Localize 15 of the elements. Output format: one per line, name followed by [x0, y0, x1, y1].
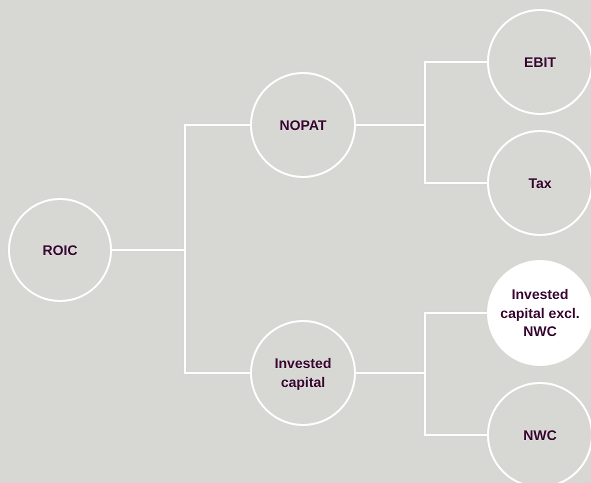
- metric-label: NWC: [523, 426, 557, 444]
- connector-line: [112, 249, 250, 374]
- metric-circle: [250, 72, 356, 178]
- metric-label: Invested capital: [274, 354, 332, 392]
- metric-label: ROIC: [42, 240, 78, 260]
- connector-line: [356, 372, 487, 436]
- metric-circle: [250, 320, 356, 426]
- metric-circle: [487, 130, 591, 236]
- metric-circle: [8, 198, 112, 302]
- metric-circle: [487, 9, 591, 115]
- metric-label: Tax: [528, 174, 552, 192]
- metric-circle: [487, 382, 591, 483]
- metric-label: NOPAT: [280, 116, 326, 134]
- metric-label: Invested capital excl. NWC: [499, 284, 581, 342]
- metric-label: EBIT: [524, 52, 556, 72]
